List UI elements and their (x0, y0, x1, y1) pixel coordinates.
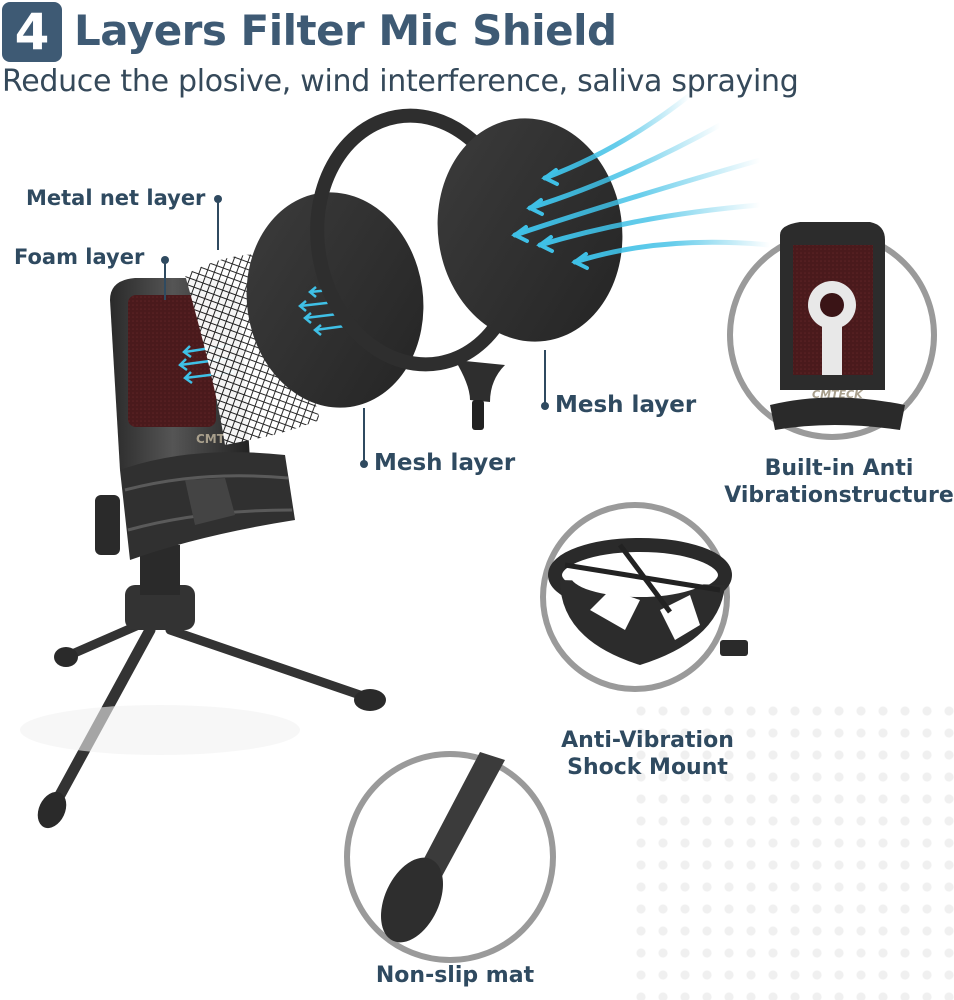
inset-shock-mount (540, 502, 748, 692)
caption-line: Shock Mount (567, 755, 728, 780)
number-badge: 4 (2, 2, 62, 62)
dot-pattern-decoration (630, 700, 954, 1000)
shock-mount-on-mic (95, 452, 295, 560)
airflow-arrows (511, 92, 773, 270)
callout-mesh-layer-outer: Mesh layer (555, 392, 697, 418)
inset-non-slip-mat (344, 751, 556, 963)
inset-built-in-anti-vibration: CMTECK (727, 222, 937, 440)
callout-mesh-layer-inner: Mesh layer (374, 450, 516, 476)
page-title: Layers Filter Mic Shield (74, 6, 617, 55)
callout-metal-net-layer: Metal net layer (26, 186, 206, 210)
caption-line: Non-slip mat (375, 963, 535, 988)
page-subtitle: Reduce the plosive, wind interference, s… (2, 64, 799, 99)
caption-non-slip-mat: Non-slip mat (355, 962, 555, 989)
caption-line: Built-in Anti (764, 456, 914, 481)
caption-line: Vibrationstructure (724, 483, 954, 508)
caption-built-in-anti-vibration: Built-in Anti Vibrationstructure (724, 455, 954, 509)
caption-line: Anti-Vibration (561, 728, 734, 753)
brand-mark: CMT (196, 432, 226, 446)
callout-foam-layer: Foam layer (14, 245, 145, 269)
caption-shock-mount: Anti-Vibration Shock Mount (540, 727, 755, 781)
leader-lines (161, 195, 549, 468)
tripod-stand (20, 545, 386, 829)
